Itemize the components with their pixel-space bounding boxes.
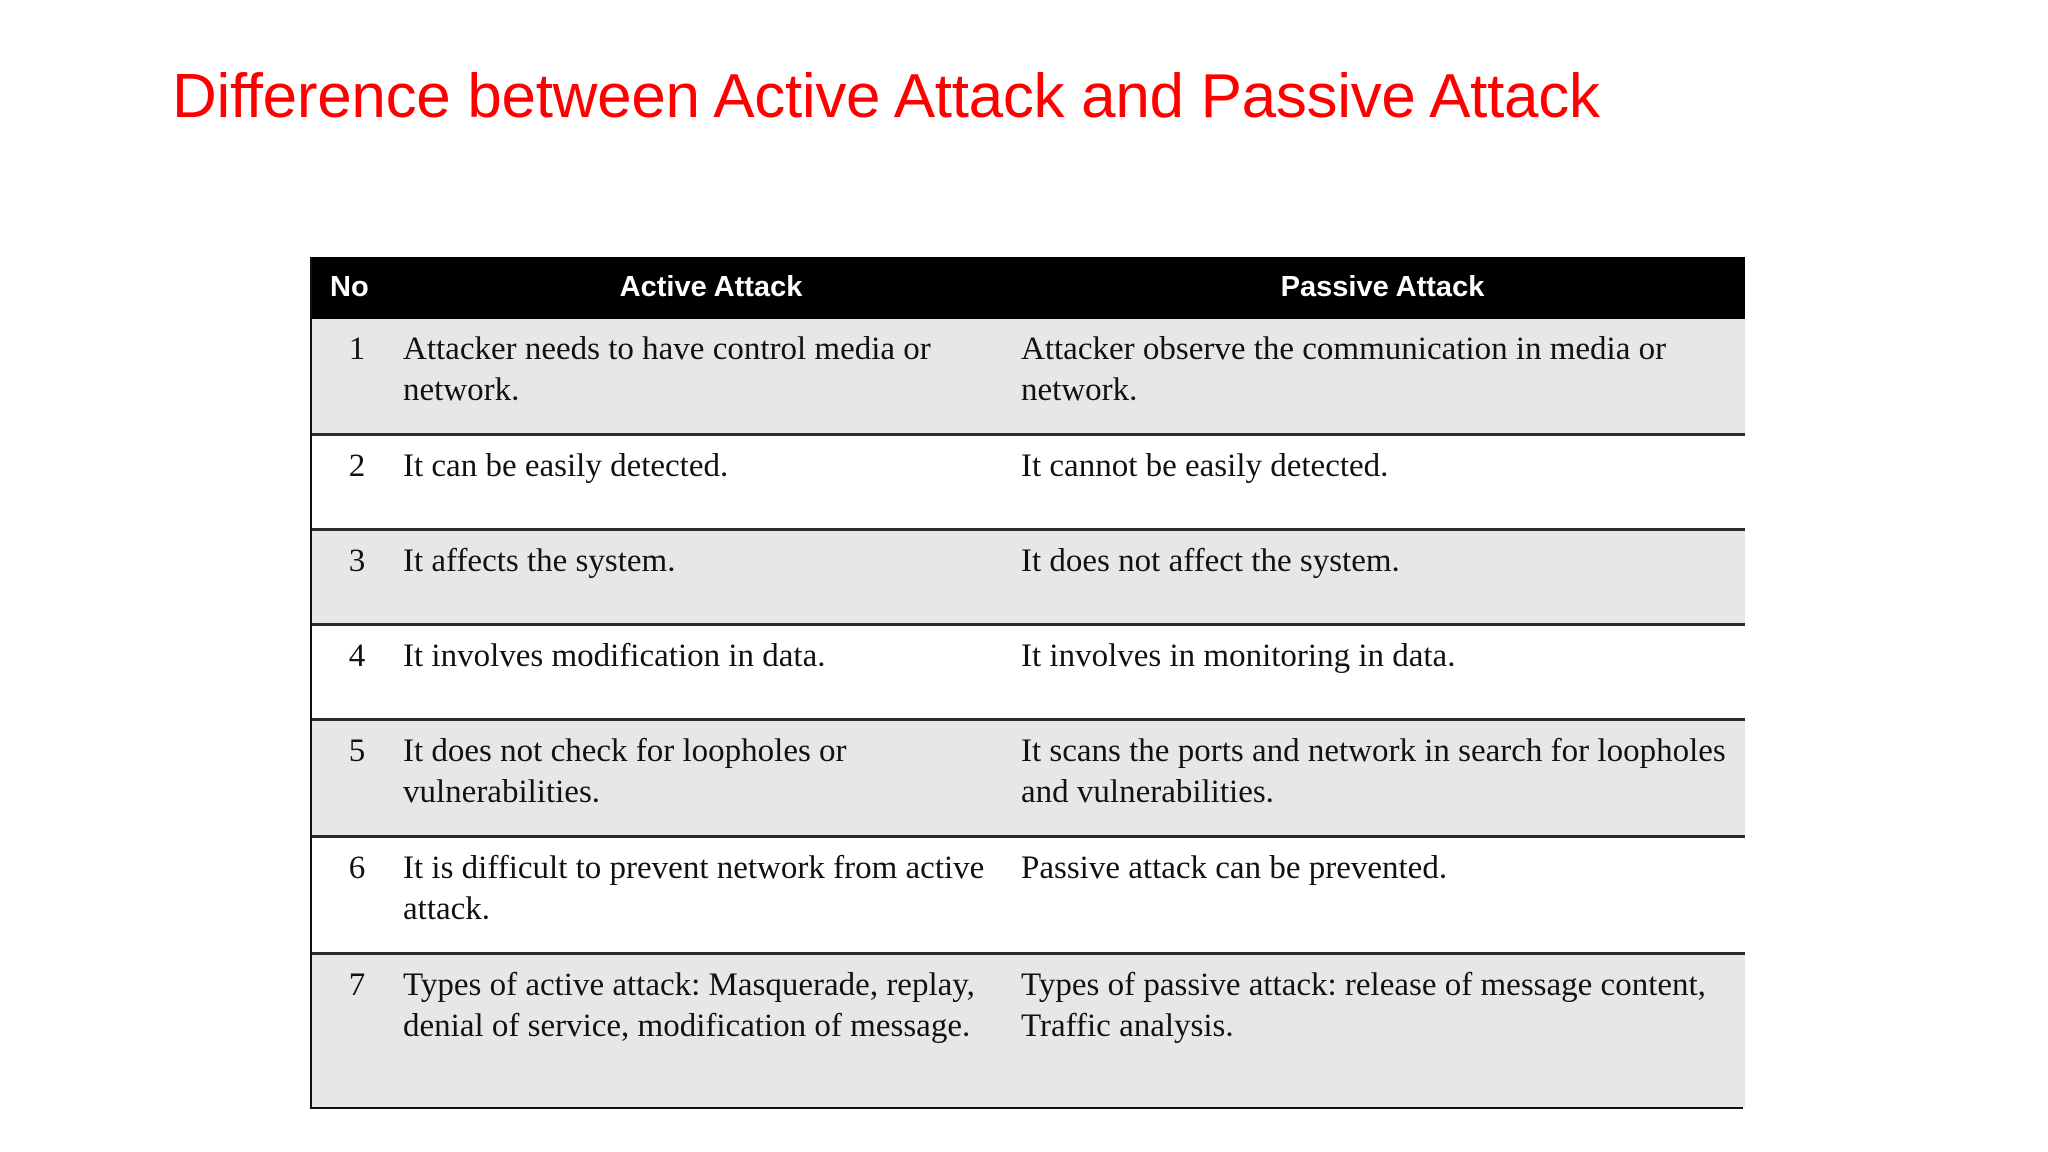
column-header-active-attack: Active Attack [402,257,1020,319]
cell-active-attack: It involves modification in data. [402,623,1020,720]
cell-passive-attack: It does not affect the system. [1020,528,1745,625]
cell-row-number: 5 [312,718,402,837]
page-title: Difference between Active Attack and Pas… [172,62,1600,131]
cell-passive-attack: Passive attack can be prevented. [1020,835,1745,954]
column-header-passive-attack: Passive Attack [1020,257,1745,319]
column-header-no: No [312,257,402,319]
cell-row-number: 3 [312,528,402,625]
cell-active-attack: It does not check for loopholes or vulne… [402,718,1020,837]
cell-active-attack: It is difficult to prevent network from … [402,835,1020,954]
cell-passive-attack: It scans the ports and network in search… [1020,718,1745,837]
cell-active-attack: Attacker needs to have control media or … [402,319,1020,435]
cell-row-number: 7 [312,952,402,1107]
cell-active-attack: It affects the system. [402,528,1020,625]
cell-passive-attack: Types of passive attack: release of mess… [1020,952,1745,1107]
cell-row-number: 4 [312,623,402,720]
cell-row-number: 6 [312,835,402,954]
cell-row-number: 1 [312,319,402,435]
cell-passive-attack: It cannot be easily detected. [1020,433,1745,530]
cell-passive-attack: Attacker observe the communication in me… [1020,319,1745,435]
cell-active-attack: Types of active attack: Masquerade, repl… [402,952,1020,1107]
table-header-row: No Active Attack Passive Attack [312,257,1745,319]
cell-passive-attack: It involves in monitoring in data. [1020,623,1745,720]
cell-active-attack: It can be easily detected. [402,433,1020,530]
cell-row-number: 2 [312,433,402,530]
table-header: No Active Attack Passive Attack [312,257,1745,319]
